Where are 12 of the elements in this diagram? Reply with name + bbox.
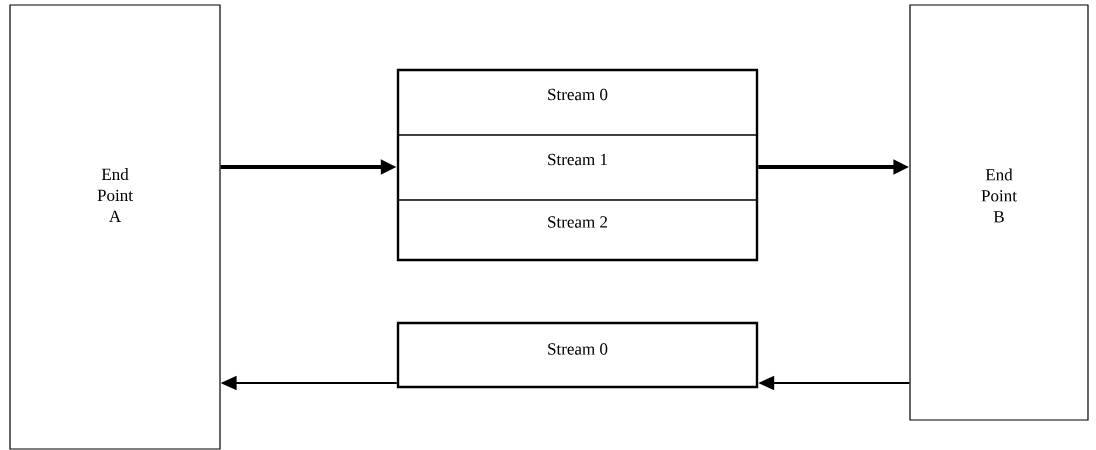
stream-band xyxy=(397,69,758,136)
node-label: End Point B xyxy=(981,168,1017,223)
node-label: Stream 0 xyxy=(548,88,608,101)
stream-box xyxy=(396,321,759,389)
node-label: End Point A xyxy=(97,168,133,222)
node-label: Stream 2 xyxy=(548,216,608,228)
node-label: Stream 0 xyxy=(548,343,608,355)
node-label: Stream 1 xyxy=(548,153,607,166)
end-point-box xyxy=(909,4,1089,421)
end-point-box xyxy=(9,4,221,450)
stream-band xyxy=(397,199,758,261)
stream-band xyxy=(397,134,758,201)
